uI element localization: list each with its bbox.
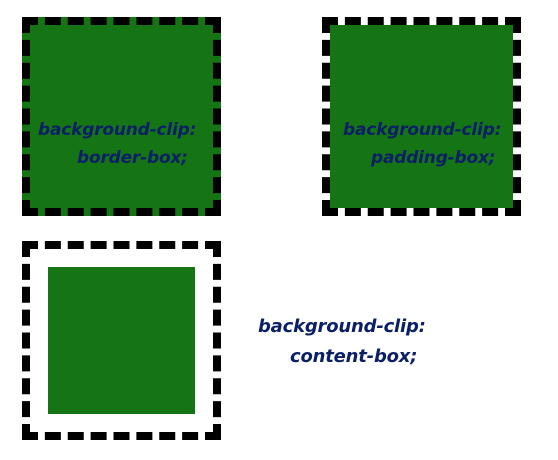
caption-value: padding-box; bbox=[371, 148, 496, 168]
caption-property: background-clip: bbox=[258, 316, 426, 337]
content-box-demo bbox=[22, 241, 221, 440]
border-box-demo bbox=[22, 17, 221, 216]
caption-value: border-box; bbox=[77, 148, 188, 168]
padding-box-demo bbox=[322, 17, 521, 216]
caption-property: background-clip: bbox=[343, 120, 502, 140]
caption-property: background-clip: bbox=[38, 120, 197, 140]
caption-value: content-box; bbox=[290, 346, 418, 367]
padding-box-caption: background-clip: padding-box; bbox=[343, 116, 501, 172]
content-box-caption: background-clip: content-box; bbox=[258, 312, 426, 372]
border-box-caption: background-clip: border-box; bbox=[38, 116, 196, 172]
